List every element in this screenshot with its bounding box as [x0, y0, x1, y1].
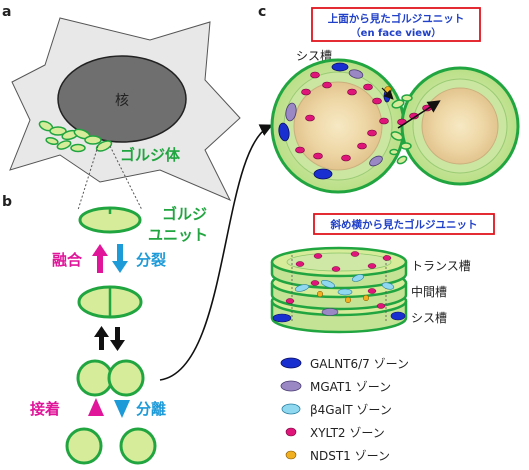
black-up-arrow: [94, 326, 109, 350]
golgi-unit-pair-right: [107, 359, 145, 397]
panel-a-label: a: [2, 4, 11, 20]
fission-arrow: [112, 244, 128, 273]
golgi-stacks: [38, 120, 113, 153]
golgi-unit-cycle: ゴルジ ユニット 融合 分裂 接着 分離: [30, 205, 208, 465]
blue-ellipse-icon: [280, 357, 302, 369]
legend-label-ndst: NDST1 ゾーン: [310, 449, 390, 463]
top-view-subtitle: （en face view）: [351, 26, 442, 39]
panel-c-label: c: [258, 4, 266, 20]
trans-label: トランス槽: [411, 259, 471, 273]
golgi-unit-separate-left: [65, 427, 103, 465]
top-view: [270, 58, 520, 194]
golgi-unit-separate-right: [119, 427, 157, 465]
adhesion-label: 接着: [30, 400, 60, 418]
nucleus-label: 核: [115, 93, 129, 109]
nucleus: [57, 55, 187, 143]
golgi-unit-label-line2: ユニット: [148, 226, 208, 244]
side-view-title: 斜め横から見たゴルジユニット: [330, 218, 478, 231]
cis-side-label: シス槽: [411, 311, 447, 325]
fusion-label: 融合: [52, 251, 83, 269]
separation-arrow: [114, 400, 130, 418]
adhesion-arrow: [88, 398, 104, 416]
legend: GALNT6/7 ゾーン MGAT1 ゾーン β4GalT ゾーン XYLT2 …: [280, 357, 409, 463]
side-view-title-box: [313, 213, 495, 235]
legend-label-galnt: GALNT6/7 ゾーン: [310, 357, 409, 371]
legend-label-xylt: XYLT2 ゾーン: [310, 426, 385, 440]
black-down-arrow: [110, 327, 125, 351]
orange-dot-icon: [285, 450, 297, 460]
pink-dot-icon: [285, 427, 297, 437]
lightblue-ellipse-icon: [281, 403, 301, 415]
side-view-stack: [270, 246, 408, 334]
panel-b-label: b: [2, 194, 12, 210]
legend-label-mgat: MGAT1 ゾーン: [310, 380, 391, 394]
purple-ellipse-icon: [280, 380, 302, 392]
top-view-title: 上面から見たゴルジユニット: [328, 12, 465, 25]
golgi-unit-pair-left: [76, 359, 114, 397]
fission-label: 分裂: [136, 251, 166, 269]
top-view-title-box: [311, 7, 481, 42]
golgi-unit-label-line1: ゴルジ: [162, 205, 207, 223]
legend-label-b4galt: β4GalT ゾーン: [310, 403, 392, 417]
separation-label: 分離: [136, 400, 166, 418]
curved-arrow: [159, 124, 273, 381]
fusion-arrow: [92, 244, 108, 273]
golgi-label: ゴルジ体: [120, 146, 181, 164]
medial-label: 中間槽: [411, 284, 447, 299]
cell-diagram: 核 ゴルジ体: [9, 17, 241, 211]
cis-top-label: シス槽: [296, 49, 332, 63]
